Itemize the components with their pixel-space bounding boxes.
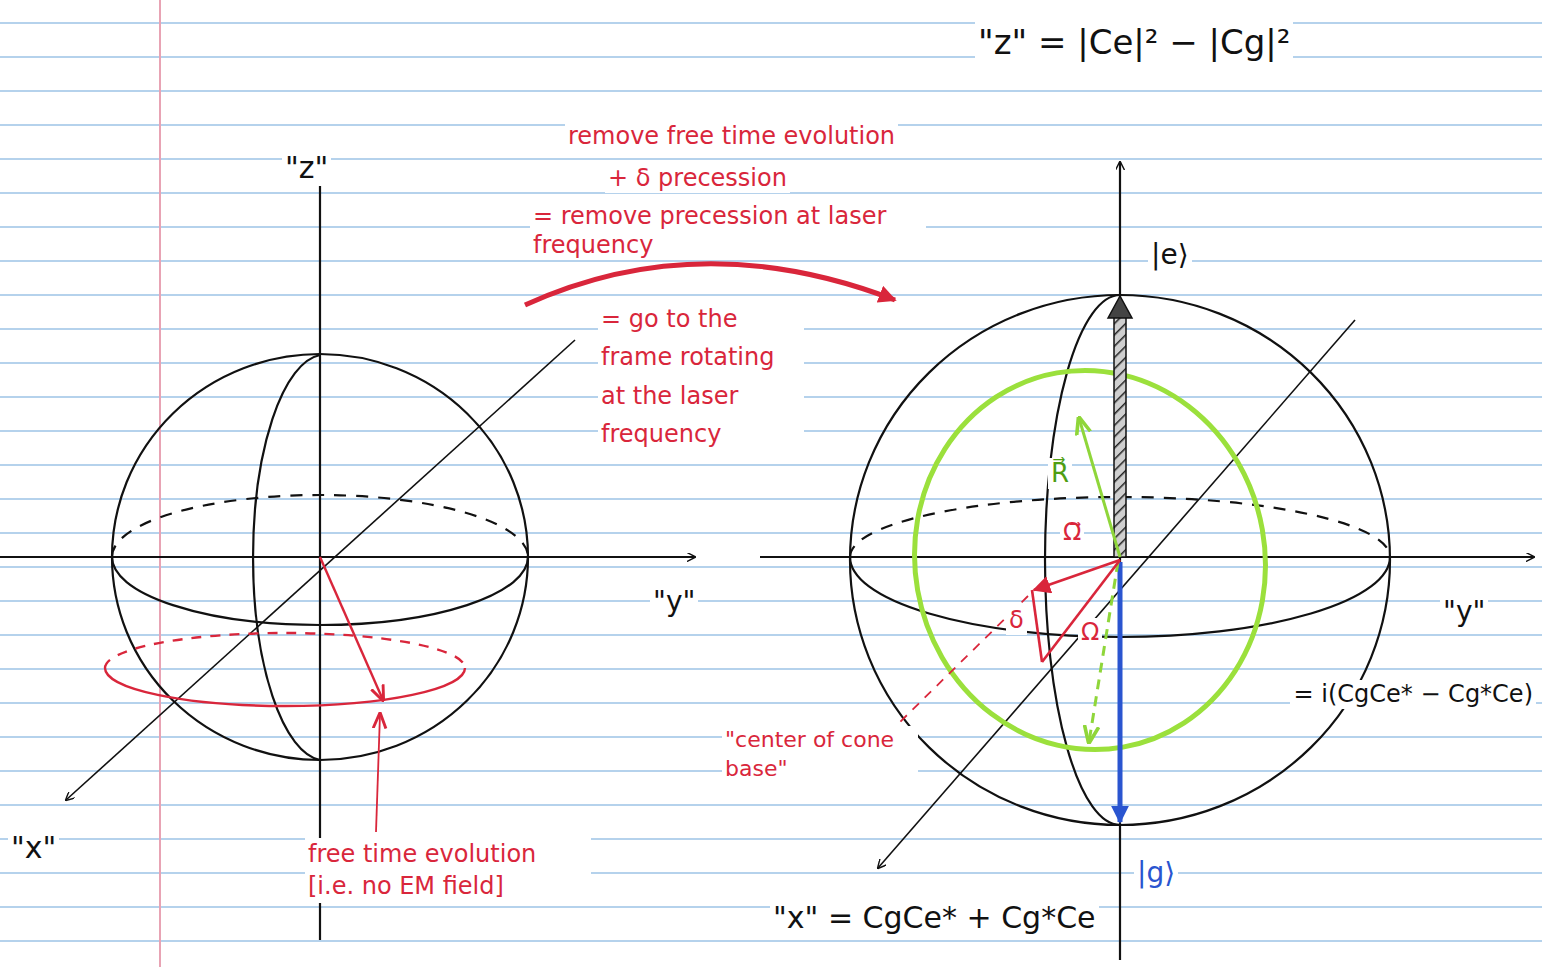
bloch-vector-later <box>1089 562 1118 742</box>
axis-formula: = i(CgCe* − Cg*Ce) <box>1290 680 1536 709</box>
right-bloch-sphere <box>760 162 1534 960</box>
ground-state-vector <box>1118 562 1123 822</box>
vector-label: Ω⃗ <box>1060 518 1084 547</box>
note: remove free time evolution <box>565 122 898 151</box>
precession-circle <box>885 342 1296 777</box>
excited-state-vector <box>1108 296 1132 557</box>
axis-formula: "x" = CgCe* + Cg*Ce <box>770 900 1099 936</box>
axis-label: "y" <box>1440 595 1488 629</box>
state-label: |g⟩ <box>1134 856 1178 890</box>
note: free time evolution [i.e. no EM field] <box>305 838 591 903</box>
axis-label: "y" <box>650 585 698 619</box>
angle-label: δ <box>1006 606 1027 635</box>
axis-label: "z" <box>282 150 331 186</box>
bloch-vector <box>1079 418 1120 557</box>
note: = go to the frame rotating at the laser … <box>598 300 804 454</box>
left-bloch-sphere <box>0 157 695 940</box>
state-label: |e⟩ <box>1148 238 1192 272</box>
note: + δ precession <box>605 164 790 193</box>
free-evolution-cone <box>105 557 465 832</box>
axis-label: "x" <box>8 830 59 866</box>
note: "center of cone base" <box>722 726 918 783</box>
rabi-triangle <box>900 560 1120 722</box>
vector-label: R⃗ <box>1048 458 1072 489</box>
axis-formula: "z" = |Ce|² − |Cg|² <box>975 22 1293 63</box>
transform-arrow <box>525 264 895 305</box>
margin-line <box>159 0 161 967</box>
vector-label: Ω <box>1078 618 1102 647</box>
note: = remove precession at laser frequency <box>530 202 926 260</box>
